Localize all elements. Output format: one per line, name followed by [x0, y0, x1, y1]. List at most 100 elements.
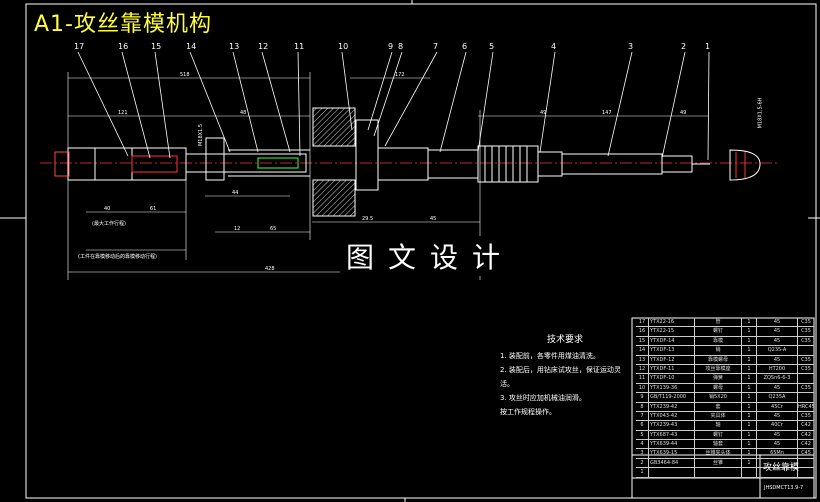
part-leader-number: 11: [294, 42, 305, 51]
left-housing: [54, 147, 187, 181]
part-leader-number: 13: [229, 42, 240, 51]
table-cell-mat: 45: [757, 430, 798, 440]
part-leader-number: 9: [388, 42, 394, 51]
table-cell-qty: 1: [742, 318, 757, 327]
table-cell-qty: 1: [742, 336, 757, 346]
table-cell-code: YTX22-16: [649, 318, 695, 327]
table-cell-mat: 65Mn: [757, 449, 798, 458]
table-cell-qty: 1: [742, 346, 757, 355]
table-cell-mat: ZQSn6-6-3: [757, 374, 798, 383]
table-cell-qty: 1: [742, 458, 757, 468]
table-cell-code: YTX043-42: [649, 411, 695, 421]
dim-61: 61: [150, 206, 157, 212]
table-cell-no: 5: [636, 430, 649, 440]
table-cell-rem: C35: [801, 319, 811, 325]
outer-frame: [25, 3, 817, 499]
table-cell-no: 7: [636, 411, 649, 421]
title-block-lines: [631, 317, 815, 499]
table-cell-mat: 45: [757, 327, 798, 336]
table-cell-qty: 1: [742, 393, 757, 402]
table-cell-code: GB3464-84: [649, 458, 695, 468]
table-cell-code: YTX687-43: [649, 430, 695, 440]
table-cell-qty: 1: [742, 411, 757, 421]
dim-428: 428: [265, 266, 275, 272]
dim-147: 147: [602, 110, 612, 116]
table-cell-no: 13: [636, 355, 649, 364]
table-cell-rem: [798, 374, 814, 382]
dim-40: 40: [104, 206, 111, 212]
table-cell-rem: C35: [801, 412, 811, 419]
table-cell-mat: 45: [757, 440, 798, 449]
table-cell-qty: 1: [742, 383, 757, 393]
table-cell-no: 10: [636, 383, 649, 393]
table-cell-mat: 40Cr: [757, 421, 798, 430]
dim-label-stroke: (最大工作行程): [92, 221, 126, 227]
table-cell-qty: 1: [742, 364, 757, 374]
main-shaft: [185, 137, 310, 181]
table-cell-mat: Q235A: [757, 393, 798, 402]
table-cell-mat: 45: [757, 411, 798, 421]
part-leader-number: 5: [489, 42, 495, 51]
table-row: 1: [636, 468, 814, 478]
drawing-title: A1-攻丝靠模机构: [34, 12, 212, 37]
dim-49b: 49: [680, 110, 687, 116]
table-cell-no: 3: [636, 449, 649, 458]
table-cell-rem: C35: [801, 337, 811, 344]
table-cell-qty: 1: [742, 440, 757, 449]
table-cell-no: 14: [636, 346, 649, 355]
table-cell-code: YTX639-15: [649, 449, 695, 458]
part-leader-number: 15: [151, 42, 162, 51]
table-cell-name: 螺钉: [695, 430, 742, 440]
table-cell-name: 螺钉: [695, 327, 742, 336]
dim-121: 121: [118, 110, 128, 116]
table-cell-code: YTX22-15: [649, 327, 695, 336]
table-cell-rem: [798, 346, 814, 354]
dim-44: 44: [232, 190, 239, 196]
table-cell-name: 靠模螺母: [695, 355, 742, 364]
table-cell-name: 丝锥夹头体: [695, 449, 742, 458]
table-cell-name: 螺母: [695, 383, 742, 393]
table-cell-rem: [798, 459, 814, 467]
table-cell-mat: 45Cr: [757, 402, 798, 411]
table-cell-mat: [757, 468, 798, 477]
technical-requirements: 技术要求 1. 装配前，各零件用煤油清洗。 2. 装配后，用钻床试攻丝，保证运动…: [500, 333, 630, 419]
table-cell-rem: [798, 468, 814, 476]
part-leader-number: 6: [462, 42, 468, 51]
part-leader-number: 12: [258, 42, 269, 51]
table-cell-rem: C35: [801, 328, 811, 335]
workpiece-end: [729, 149, 761, 181]
leader-lines: [77, 51, 710, 161]
note-item: 1. 装配前，各零件用煤油清洗。: [500, 352, 600, 360]
table-cell-code: [649, 468, 695, 477]
table-cell-code: YTXDF-10: [649, 374, 695, 383]
table-cell-qty: 1: [742, 327, 757, 336]
dim-thread: M18X1.5: [198, 123, 205, 147]
table-cell-name: 丝锥: [695, 458, 742, 468]
table-cell-qty: 1: [742, 402, 757, 411]
table-cell-mat: 45: [757, 383, 798, 393]
table-cell-no: 6: [636, 421, 649, 430]
part-leader-number: 16: [118, 42, 129, 51]
table-cell-mat: Q235-A: [757, 346, 798, 355]
dim-12: 12: [234, 226, 241, 232]
table-cell-rem: C42: [801, 422, 811, 429]
table-cell-name: 夹具体: [695, 411, 742, 421]
table-cell-qty: 1: [742, 421, 757, 430]
fixture-plate: [312, 107, 379, 217]
dim-thread-2: M18X1.5-6H: [757, 97, 764, 129]
table-cell-no: 4: [636, 440, 649, 449]
table-cell-rem: C42: [801, 441, 811, 448]
